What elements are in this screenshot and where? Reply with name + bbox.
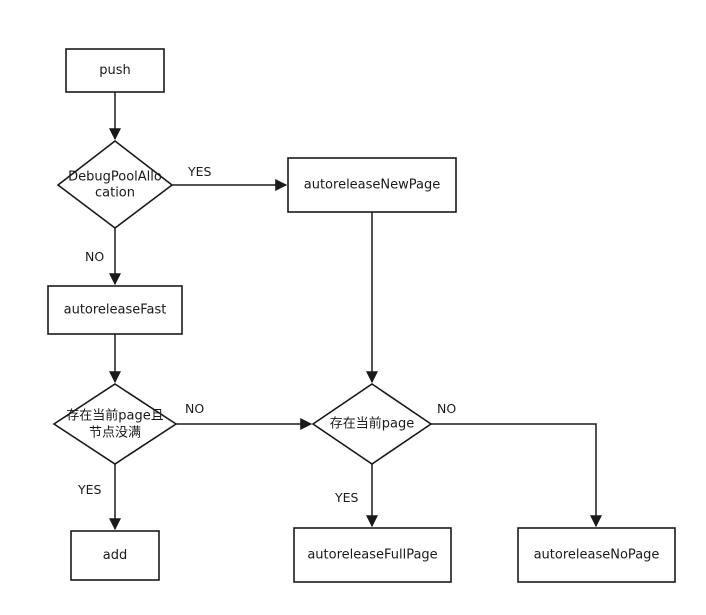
node-autorelease-no-page: autoreleaseNoPage [517, 527, 676, 583]
node-autorelease-full-page-box [293, 527, 452, 583]
edge-label-notfull-no: NO [185, 401, 204, 416]
node-page-exists-not-full-label-line1: 存在当前page且 [66, 408, 163, 424]
node-add-box [70, 530, 160, 581]
node-autorelease-fast-box [47, 285, 183, 335]
node-autorelease-new-page: autoreleaseNewPage [287, 157, 457, 213]
node-debug-pool-allocation-diamond [56, 139, 174, 230]
node-add: add [70, 530, 160, 581]
node-autorelease-full-page-label: autoreleaseFullPage [307, 548, 437, 563]
node-debug-pool-allocation-label-line2: cation [95, 186, 135, 201]
node-debug-pool-allocation: DebugPoolAllo cation [56, 139, 174, 230]
node-autorelease-fast: autoreleaseFast [47, 285, 183, 335]
node-page-exists-not-full-label-line2: 节点没满 [89, 426, 141, 441]
node-autorelease-full-page: autoreleaseFullPage [293, 527, 452, 583]
node-page-exists-diamond [311, 383, 433, 465]
node-page-exists-not-full-diamond [52, 383, 178, 465]
node-page-exists-not-full: 存在当前page且 节点没满 [52, 383, 178, 465]
node-push: push [65, 48, 165, 93]
node-page-exists-label: 存在当前page [330, 416, 414, 432]
edge-exists-no-to-nopage [431, 423, 602, 528]
node-autorelease-new-page-label: autoreleaseNewPage [304, 178, 441, 193]
edge-label-exists-yes: YES [334, 490, 359, 505]
node-debug-pool-allocation-label-line1: DebugPoolAllo [68, 170, 162, 185]
node-page-exists: 存在当前page [311, 383, 433, 465]
node-add-label: add [103, 548, 127, 563]
edge-labels: YES NO NO YES YES NO [77, 164, 456, 505]
edges [109, 92, 602, 531]
edge-label-debug-no: NO [85, 249, 104, 264]
edge-label-debug-yes: YES [187, 164, 212, 179]
node-autorelease-no-page-box [517, 527, 676, 583]
node-autorelease-new-page-box [287, 157, 457, 213]
node-push-box [65, 48, 165, 93]
node-push-label: push [99, 63, 131, 78]
node-autorelease-fast-label: autoreleaseFast [64, 303, 167, 318]
edge-label-exists-no: NO [437, 401, 456, 416]
node-autorelease-no-page-label: autoreleaseNoPage [534, 548, 660, 563]
edge-label-notfull-yes: YES [77, 482, 102, 497]
